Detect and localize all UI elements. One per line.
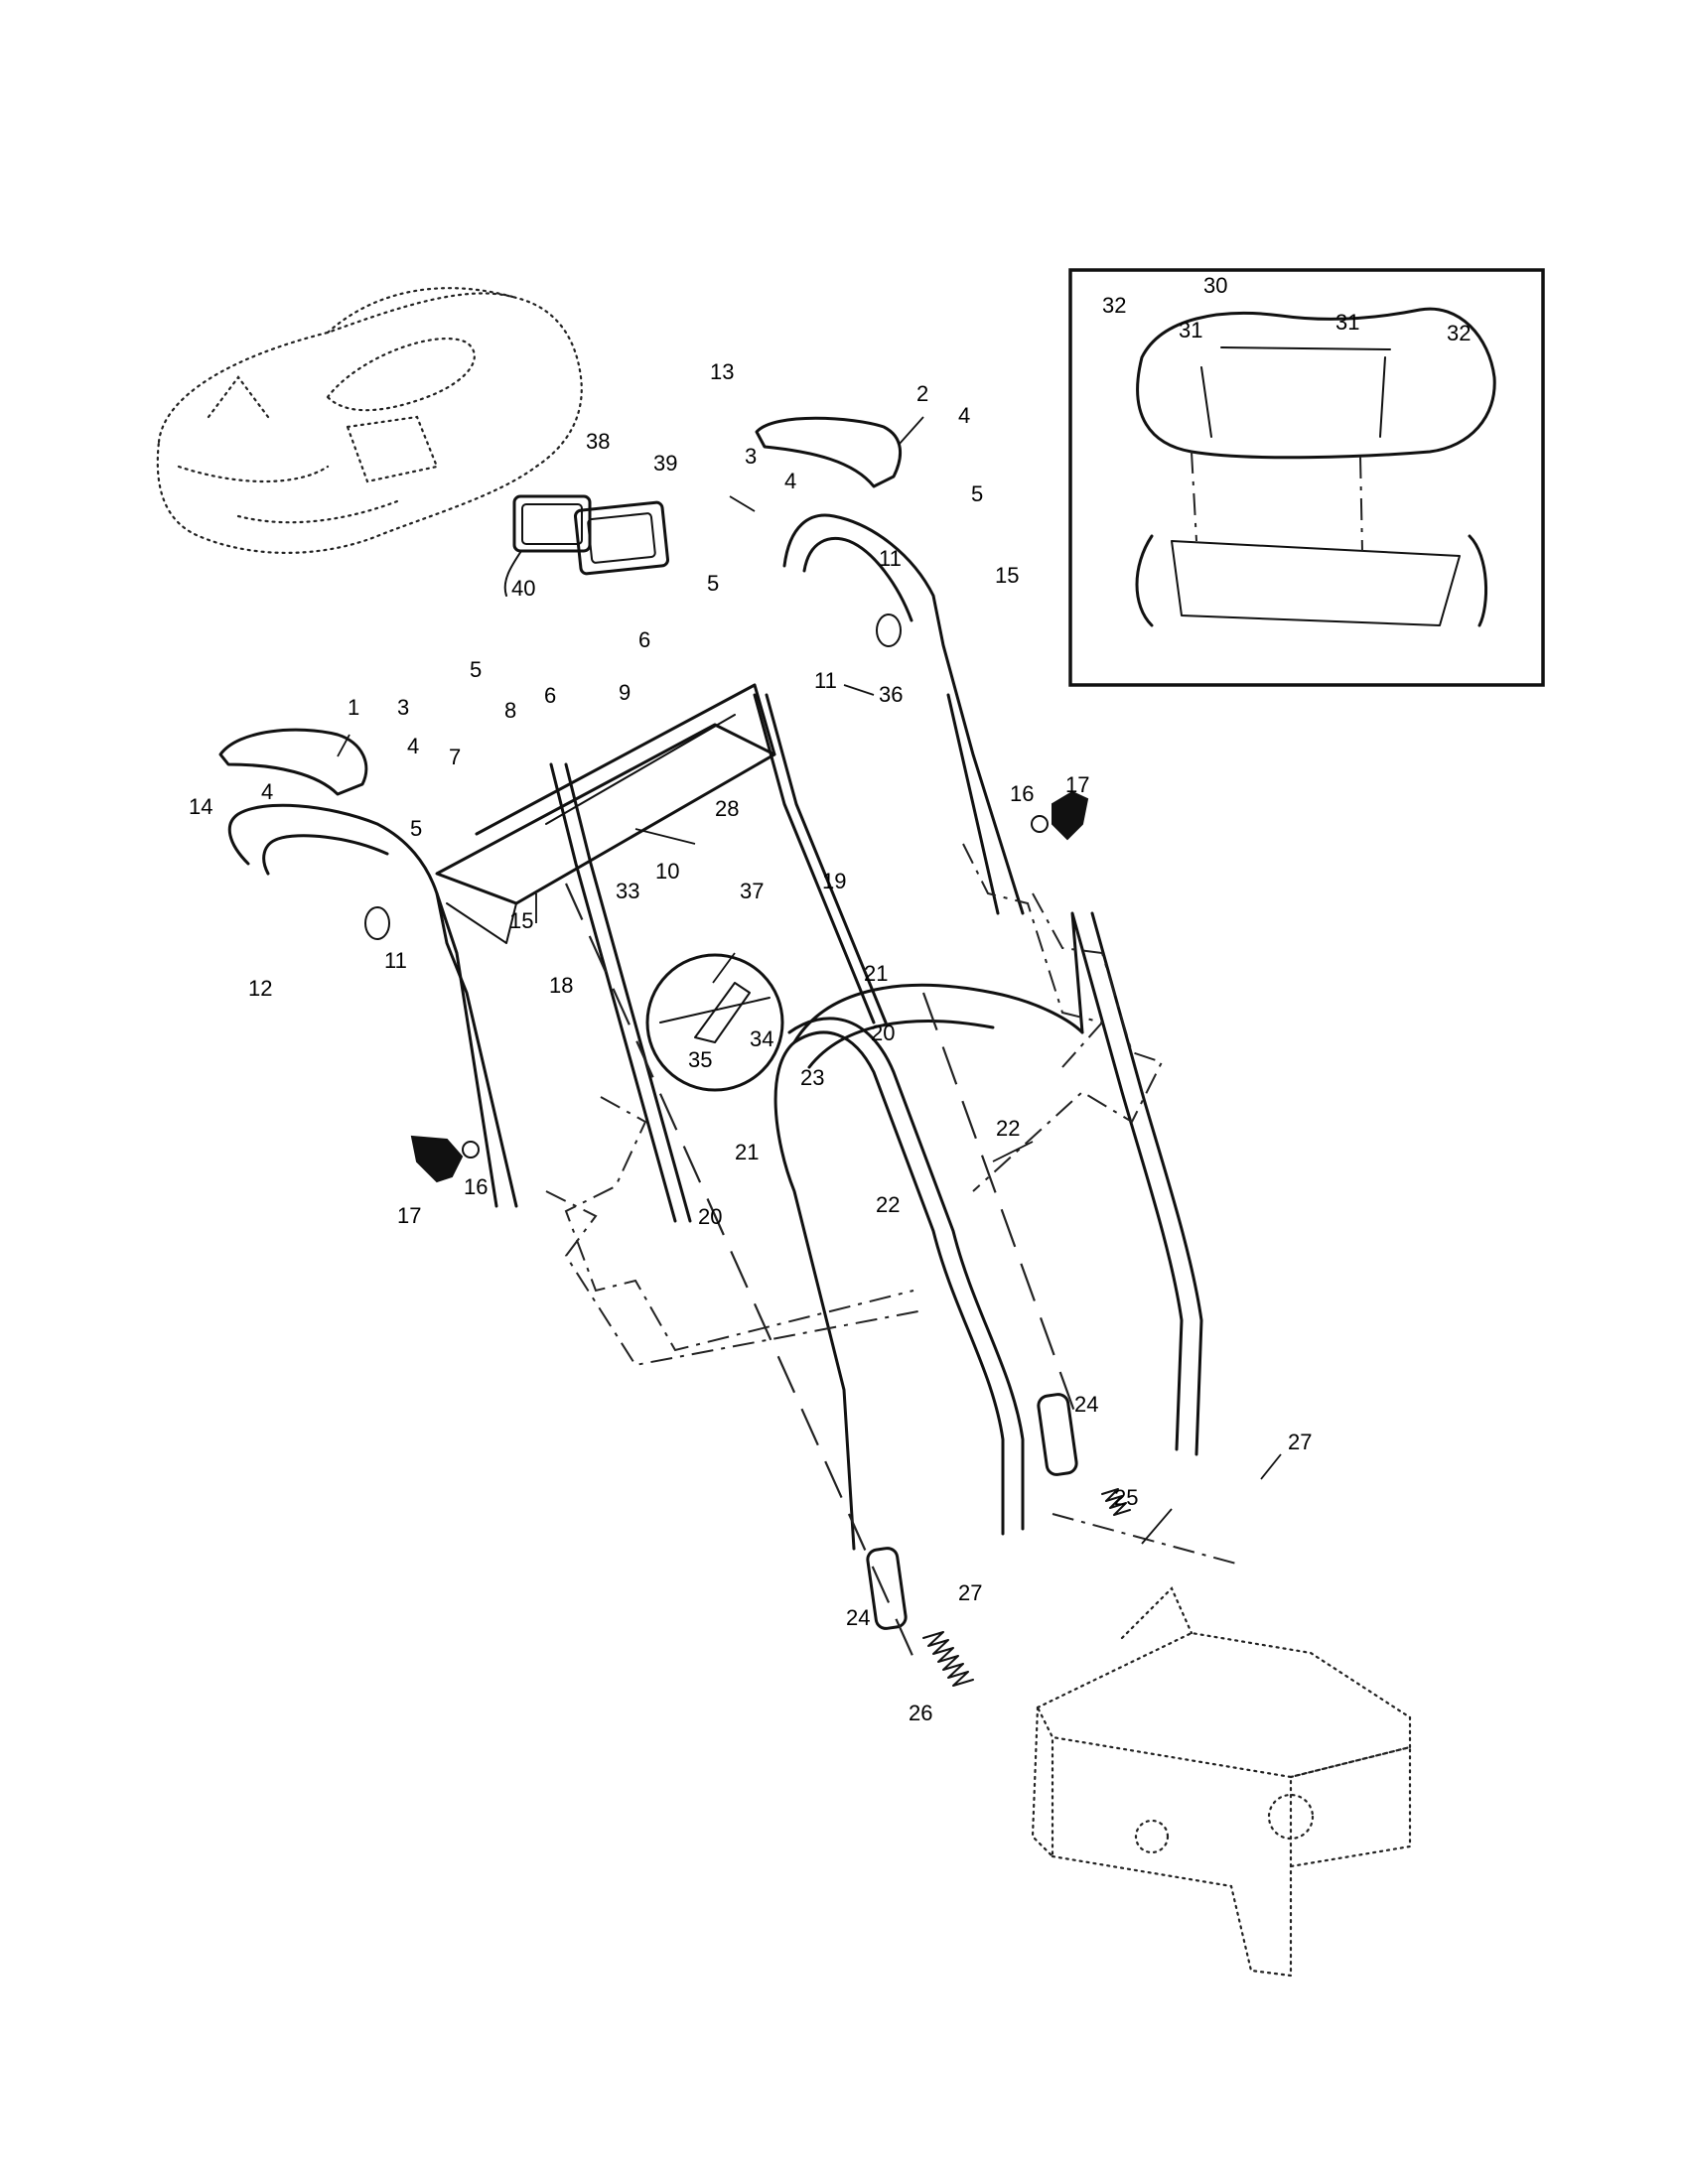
dashboard-console-outline [156, 287, 583, 554]
callout-label: 12 [248, 976, 272, 1001]
callout-label: 4 [407, 734, 419, 758]
callout-label: 6 [544, 683, 556, 708]
callout-labels: 1 2 3 3 4 4 4 4 5 5 5 5 6 6 7 8 9 10 11 … [189, 273, 1471, 1725]
callout-label: 3 [397, 695, 409, 720]
control-panel-bar [435, 683, 776, 944]
callout-label: 32 [1447, 321, 1471, 345]
callout-label: 13 [710, 359, 734, 384]
callout-label: 23 [800, 1065, 824, 1090]
callout-label: 14 [189, 794, 212, 819]
callout-label: 19 [822, 869, 846, 893]
callout-label: 4 [958, 403, 970, 428]
callout-label: 15 [995, 563, 1019, 588]
handle-knobs [410, 790, 1089, 1183]
lower-handle [773, 911, 1203, 1551]
callout-label: 16 [1010, 781, 1034, 806]
callout-label: 11 [814, 668, 837, 693]
right-control-lever [755, 416, 903, 488]
linkage-detail-circle [645, 953, 784, 1092]
callout-label: 31 [1335, 310, 1359, 335]
callout-label: 18 [549, 973, 573, 998]
callout-label: 1 [348, 695, 359, 720]
callout-label: 17 [1065, 772, 1089, 797]
callout-label: 5 [971, 481, 983, 506]
callout-label: 7 [449, 745, 461, 769]
callout-label: 10 [655, 859, 679, 884]
callout-label: 28 [715, 796, 739, 821]
inset-detail [1068, 268, 1545, 687]
frame-outline [1031, 1586, 1412, 1978]
callout-label: 27 [958, 1580, 982, 1605]
callout-label: 25 [1114, 1485, 1138, 1510]
callout-label: 16 [464, 1174, 488, 1199]
callout-label: 38 [586, 429, 610, 454]
callout-label: 15 [509, 908, 533, 933]
callout-label: 11 [879, 546, 902, 571]
callout-label: 3 [745, 444, 757, 469]
callout-label: 35 [688, 1047, 712, 1072]
callout-label: 36 [879, 682, 903, 707]
callout-label: 39 [653, 451, 677, 476]
callout-label: 2 [916, 381, 928, 406]
headlight-assembly [503, 494, 670, 597]
leader-lines [337, 416, 1282, 1545]
callout-label: 9 [619, 680, 631, 705]
callout-label: 37 [740, 879, 764, 903]
callout-label: 22 [996, 1116, 1020, 1141]
callout-label: 21 [864, 961, 888, 986]
callout-label: 32 [1102, 293, 1126, 318]
right-upper-handle [782, 513, 1025, 915]
callout-label: 4 [784, 469, 796, 493]
callout-label: 5 [707, 571, 719, 596]
callout-label: 24 [846, 1605, 870, 1630]
left-upper-handle [227, 803, 518, 1208]
callout-label: 27 [1288, 1430, 1312, 1454]
callout-label: 17 [397, 1203, 421, 1228]
callout-label: 5 [470, 657, 482, 682]
callout-label: 20 [698, 1204, 722, 1229]
callout-label: 26 [909, 1701, 932, 1725]
callout-label: 31 [1179, 318, 1202, 342]
callout-label: 4 [261, 779, 273, 804]
callout-label: 34 [750, 1026, 773, 1051]
callout-label: 5 [410, 816, 422, 841]
spacers-and-springs [866, 1393, 1131, 1687]
callout-label: 6 [638, 627, 650, 652]
callout-label: 22 [876, 1192, 900, 1217]
callout-label: 8 [504, 698, 516, 723]
callout-label: 30 [1203, 273, 1227, 298]
assembly-lines [545, 843, 1237, 1659]
left-control-lever [218, 728, 368, 796]
callout-label: 11 [384, 948, 407, 973]
callout-label: 21 [735, 1140, 759, 1164]
callout-label: 40 [511, 576, 535, 601]
callout-label: 20 [871, 1021, 895, 1045]
callout-label: 33 [616, 879, 639, 903]
control-rods [549, 693, 888, 1223]
callout-label: 24 [1074, 1392, 1098, 1417]
